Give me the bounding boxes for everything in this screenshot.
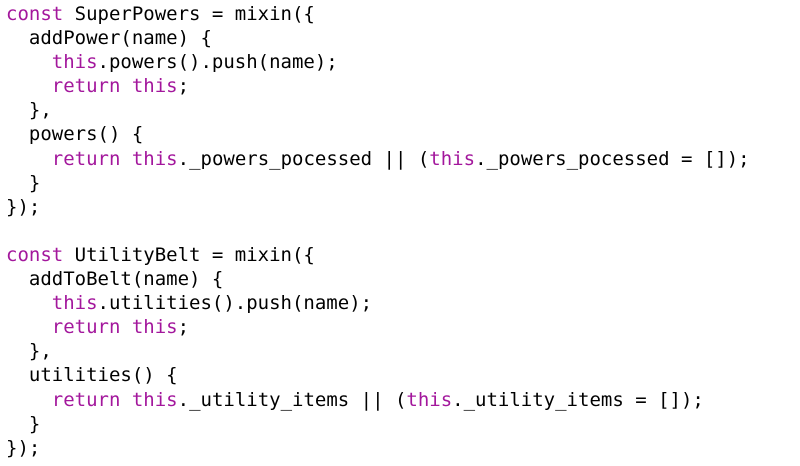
keyword-token: this	[131, 147, 178, 170]
code-line: },	[6, 98, 800, 122]
keyword-token: this	[131, 75, 178, 98]
code-token: }	[6, 171, 41, 194]
code-view: const SuperPowers = mixin({ addPower(nam…	[6, 2, 800, 466]
code-token: SuperPowers = mixin({	[63, 3, 315, 25]
code-token	[120, 75, 131, 97]
code-token: ._powers_pocessed || (	[177, 147, 430, 170]
code-line: return this;	[6, 315, 800, 339]
code-line: return this._powers_pocessed || (this._p…	[6, 147, 800, 171]
code-line: });	[6, 436, 800, 460]
code-line	[6, 219, 800, 243]
keyword-token: const	[6, 3, 64, 25]
code-token: powers() {	[6, 123, 144, 146]
code-line: },	[6, 339, 800, 363]
code-line: }	[6, 412, 800, 436]
code-token: }	[6, 412, 41, 435]
code-token: ._utility_items = []);	[452, 388, 704, 411]
code-line: addPower(name) {	[6, 26, 800, 50]
code-token	[6, 75, 52, 97]
keyword-token: this	[131, 316, 178, 339]
keyword-token: return	[51, 316, 121, 339]
keyword-token: return	[51, 147, 121, 170]
code-line: utilities() {	[6, 363, 800, 387]
code-token: },	[6, 99, 52, 122]
code-line: powers() {	[6, 122, 800, 146]
keyword-token: this	[429, 147, 476, 170]
code-token: addToBelt(name) {	[6, 268, 224, 291]
code-token	[6, 292, 52, 314]
keyword-token: return	[51, 75, 121, 98]
code-token: .powers().push(name);	[97, 51, 338, 74]
code-token: });	[6, 436, 41, 459]
code-line: this.powers().push(name);	[6, 50, 800, 74]
code-token: utilities() {	[6, 364, 178, 387]
code-token	[6, 148, 52, 170]
code-token	[6, 316, 52, 338]
code-token: ._powers_pocessed = []);	[475, 147, 750, 170]
code-token: addPower(name) {	[6, 27, 212, 50]
code-line: return this._utility_items || (this._uti…	[6, 388, 800, 412]
code-line: addToBelt(name) {	[6, 267, 800, 291]
code-token: });	[6, 195, 41, 218]
code-token	[6, 389, 52, 411]
keyword-token: this	[51, 51, 98, 74]
code-line: const UtilityBelt = mixin({	[6, 243, 800, 267]
code-token: },	[6, 340, 52, 363]
keyword-token: this	[131, 388, 178, 411]
keyword-token: this	[406, 388, 453, 411]
code-line: this.utilities().push(name);	[6, 291, 800, 315]
code-line: return this;	[6, 74, 800, 98]
code-token	[120, 389, 131, 411]
code-token: ;	[177, 316, 190, 339]
code-token	[6, 51, 52, 73]
code-token: ._utility_items || (	[177, 388, 407, 411]
code-line: const SuperPowers = mixin({	[6, 2, 800, 26]
code-line: });	[6, 195, 800, 219]
code-token: UtilityBelt = mixin({	[63, 243, 315, 266]
code-line: }	[6, 171, 800, 195]
code-token: ;	[177, 75, 190, 98]
code-token: .utilities().push(name);	[97, 292, 373, 315]
keyword-token: this	[51, 292, 98, 315]
code-token	[120, 148, 131, 170]
keyword-token: return	[51, 388, 121, 411]
keyword-token: const	[6, 243, 64, 266]
code-token	[120, 316, 131, 338]
